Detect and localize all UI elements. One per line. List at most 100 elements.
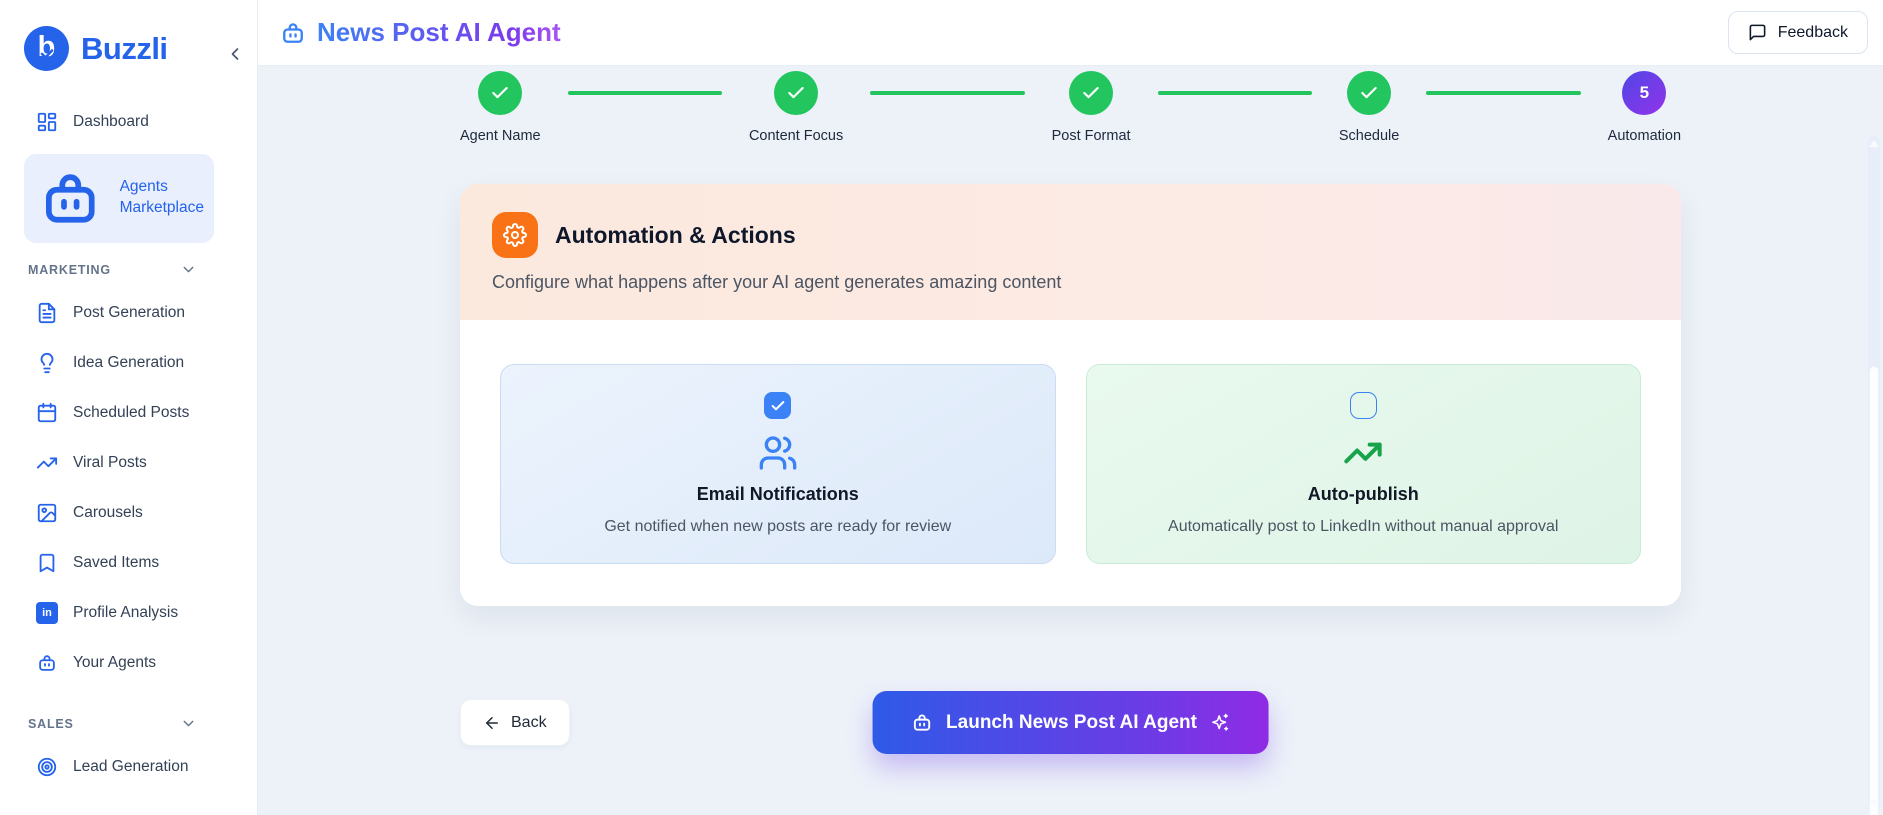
arrow-left-icon: [486, 716, 498, 729]
step-label: Agent Name: [460, 128, 541, 144]
step-content-focus: Content Focus: [749, 71, 843, 144]
sidebar-item-label: Dashboard: [73, 113, 149, 130]
step-post-format: Post Format: [1052, 71, 1131, 144]
message-square-icon: [1749, 24, 1766, 41]
sidebar-item-saved-items[interactable]: Saved Items: [0, 538, 257, 588]
sparkles-icon: [1212, 713, 1229, 731]
step-connector: [870, 91, 1025, 95]
back-button[interactable]: Back: [460, 699, 570, 746]
sidebar-item-label: Carousels: [73, 503, 143, 521]
section-title: MARKETING: [28, 262, 111, 277]
chevron-down-icon: [183, 266, 194, 273]
sidebar-section-marketing[interactable]: MARKETING: [0, 252, 257, 288]
sidebar-item-viral-posts[interactable]: Viral Posts: [0, 438, 257, 488]
image-icon: [37, 503, 57, 522]
scrollbar-thumb[interactable]: [1869, 366, 1879, 815]
trending-up-icon: [36, 457, 58, 469]
dashboard-icon: [37, 112, 57, 132]
option-description: Automatically post to LinkedIn without m…: [1168, 518, 1559, 535]
sidebar-item-lead-generation[interactable]: Lead Generation: [0, 742, 257, 792]
feedback-label: Feedback: [1777, 23, 1848, 41]
robot-icon: [39, 654, 55, 671]
step-schedule: Schedule: [1339, 71, 1399, 144]
stepper: Agent Name Content Focus Post Format: [460, 71, 1681, 144]
step-label: Post Format: [1051, 128, 1131, 144]
check-icon: [788, 86, 804, 99]
section-title: SALES: [28, 716, 74, 731]
sidebar-item-your-agents[interactable]: Your Agents: [0, 638, 257, 688]
sidebar-item-label: Agents Marketplace: [119, 178, 204, 217]
sidebar-item-idea-generation[interactable]: Idea Generation: [0, 338, 257, 388]
main-area: News Post AI Agent Feedback Agent Name: [258, 0, 1883, 815]
sidebar-item-label: Scheduled Posts: [73, 403, 190, 421]
page-title-text: News Post AI Agent: [317, 17, 561, 47]
option-description: Get notified when new posts are ready fo…: [604, 518, 952, 535]
step-connector: [1157, 91, 1312, 95]
bookmark-icon: [39, 553, 55, 572]
lightbulb-icon: [40, 352, 54, 373]
content: Agent Name Content Focus Post Format: [258, 66, 1883, 815]
top-bar: News Post AI Agent Feedback: [258, 0, 1883, 66]
check-icon: [492, 86, 509, 99]
checkbox-unchecked[interactable]: [1349, 392, 1377, 419]
sidebar-item-label: Viral Posts: [73, 453, 147, 471]
feedback-button[interactable]: Feedback: [1727, 11, 1868, 54]
chevron-left-icon: [231, 48, 239, 60]
document-icon: [38, 302, 56, 323]
vertical-scrollbar[interactable]: [1868, 136, 1880, 815]
sidebar-item-profile-analysis[interactable]: in Profile Analysis: [0, 588, 257, 638]
panel-title: Automation & Actions: [555, 221, 796, 248]
sidebar-item-label: Post Generation: [73, 303, 186, 321]
step-label: Content Focus: [748, 128, 844, 144]
sidebar-item-agents-marketplace[interactable]: Agents Marketplace: [24, 154, 214, 243]
step-connector: [567, 91, 722, 95]
check-icon: [1083, 86, 1099, 99]
panel-subtitle: Configure what happens after your AI age…: [492, 272, 1062, 292]
step-complete-icon: [774, 71, 819, 115]
launch-label: Launch News Post AI Agent: [946, 711, 1197, 733]
step-agent-name: Agent Name: [460, 71, 541, 144]
step-complete-icon: [478, 71, 523, 115]
gear-badge: [492, 212, 538, 258]
target-icon: [37, 757, 57, 776]
gear-icon: [503, 223, 527, 247]
footer-actions: Back Launch News Post AI Agent: [460, 691, 1681, 755]
check-icon: [771, 400, 785, 410]
calendar-icon: [37, 402, 57, 422]
step-number-badge: 5: [1622, 71, 1667, 115]
sidebar-collapse-button[interactable]: [223, 42, 247, 66]
step-automation: 5 Automation: [1608, 71, 1681, 144]
sidebar-item-label: Profile Analysis: [73, 603, 179, 621]
sidebar-item-scheduled-posts[interactable]: Scheduled Posts: [0, 388, 257, 438]
step-complete-icon: [1347, 71, 1392, 115]
buzzli-logo-icon: b: [24, 26, 69, 71]
back-label: Back: [511, 713, 547, 731]
automation-options: Email Notifications Get notified when ne…: [460, 320, 1681, 606]
step-connector: [1426, 91, 1581, 95]
trending-up-icon: [1343, 433, 1383, 473]
brand-name: Buzzli: [81, 30, 168, 66]
sidebar-item-label: Idea Generation: [73, 353, 185, 371]
sidebar-item-dashboard[interactable]: Dashboard: [0, 97, 257, 147]
step-label: Schedule: [1338, 128, 1400, 144]
sidebar-item-label: Lead Generation: [73, 757, 189, 775]
users-icon: [758, 433, 798, 473]
checkbox-checked[interactable]: [764, 392, 792, 419]
sidebar: b Buzzli Dashboard Agents Marketplace MA…: [0, 0, 258, 815]
scroll-down-arrow-icon[interactable]: [1869, 800, 1879, 807]
sidebar-item-post-generation[interactable]: Post Generation: [0, 288, 257, 338]
sidebar-item-label: Saved Items: [73, 553, 160, 571]
page-title: News Post AI Agent: [279, 17, 561, 48]
scroll-up-arrow-icon[interactable]: [1869, 140, 1879, 147]
sidebar-item-carousels[interactable]: Carousels: [0, 488, 257, 538]
logo-check-icon: [40, 49, 54, 59]
option-auto-publish[interactable]: Auto-publish Automatically post to Linke…: [1085, 364, 1641, 564]
robot-icon: [283, 22, 303, 43]
sidebar-item-label: Your Agents: [73, 653, 157, 671]
launch-agent-button[interactable]: Launch News Post AI Agent: [872, 691, 1269, 754]
option-email-notifications[interactable]: Email Notifications Get notified when ne…: [500, 364, 1056, 564]
sidebar-section-sales[interactable]: SALES: [0, 706, 257, 742]
option-title: Auto-publish: [1307, 484, 1419, 504]
option-title: Email Notifications: [696, 484, 859, 504]
automation-panel: Automation & Actions Configure what happ…: [460, 184, 1681, 606]
